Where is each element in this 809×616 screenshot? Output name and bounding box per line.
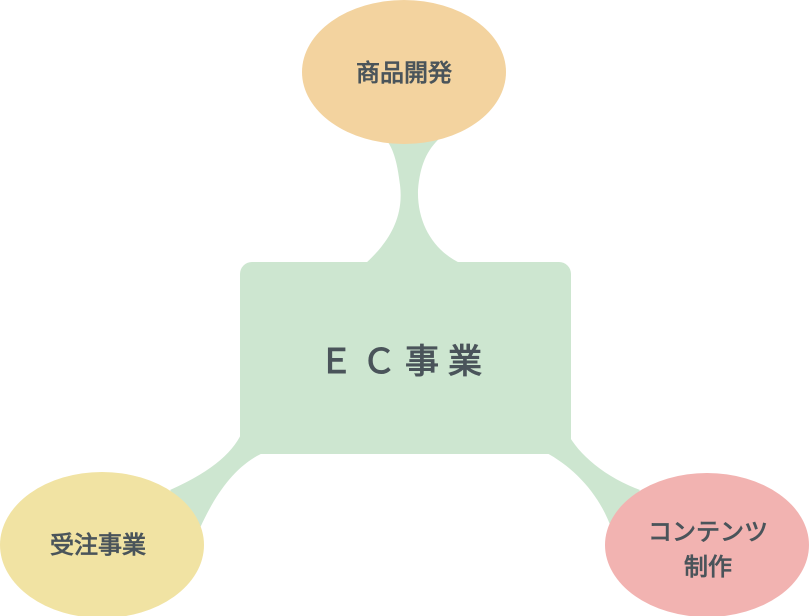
- order-business-label: 受注事業: [50, 531, 146, 559]
- connector-center-product: [365, 138, 462, 264]
- center-node-label: ＥＣ事業: [319, 342, 491, 382]
- content-production-bubble: [605, 473, 809, 616]
- center-node-box: [240, 262, 571, 454]
- product-development-label: 商品開発: [356, 59, 453, 87]
- content-production-label-line1: コンテンツ: [648, 518, 768, 546]
- connector-center-orders: [170, 430, 265, 528]
- connector-center-content: [545, 430, 640, 530]
- content-production-label-line2: 制作: [684, 553, 732, 581]
- order-business-bubble: [0, 472, 204, 616]
- product-development-bubble: [302, 0, 506, 144]
